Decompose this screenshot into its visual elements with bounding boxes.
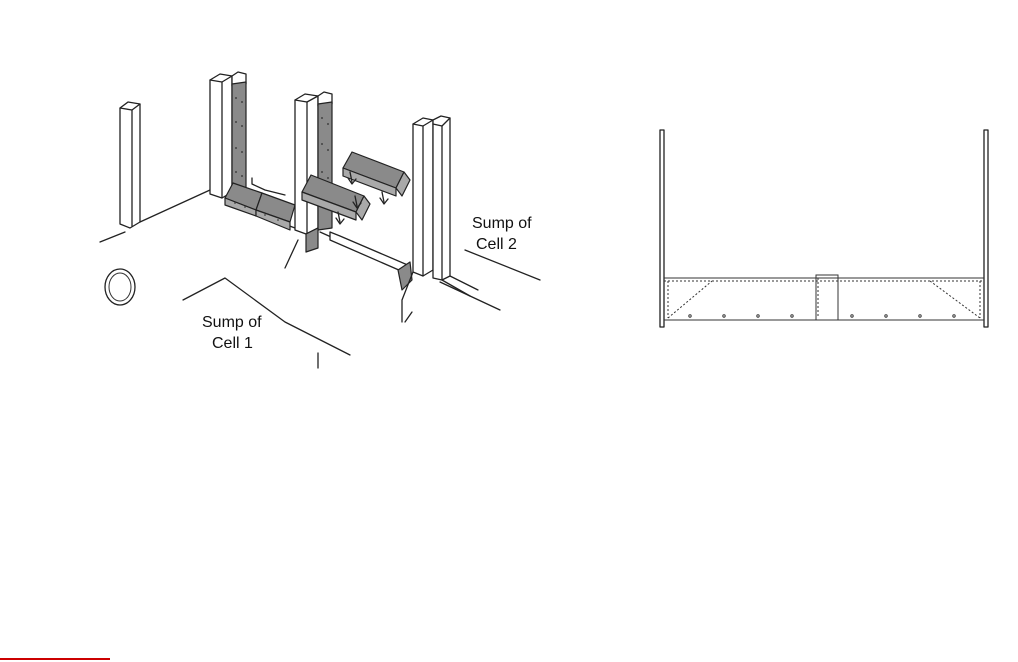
label-sump-cell-2-line2: Cell 2 — [476, 236, 517, 253]
elevation-wall-left — [660, 130, 664, 327]
elevation-center-joint — [816, 275, 838, 320]
falling-baffle-upper — [343, 152, 410, 196]
label-sump-cell-1-line2: Cell 1 — [212, 335, 253, 352]
channel-beam — [330, 232, 412, 290]
elevation-wall-right — [984, 130, 988, 327]
post-right — [402, 116, 478, 322]
post-left — [120, 102, 140, 228]
floor-baffles — [225, 183, 295, 230]
isometric-sump-illustration: Sump of Cell 1 Sump of Cell 2 — [100, 72, 540, 368]
label-sump-cell-1-line1: Sump of — [202, 314, 262, 331]
label-sump-cell-2-line1: Sump of — [472, 215, 532, 232]
elevation-bolt-holes — [689, 315, 955, 317]
post-center — [295, 92, 332, 252]
elevation-view — [660, 130, 988, 327]
pipe-opening — [105, 269, 135, 305]
footer-rule — [0, 658, 110, 660]
